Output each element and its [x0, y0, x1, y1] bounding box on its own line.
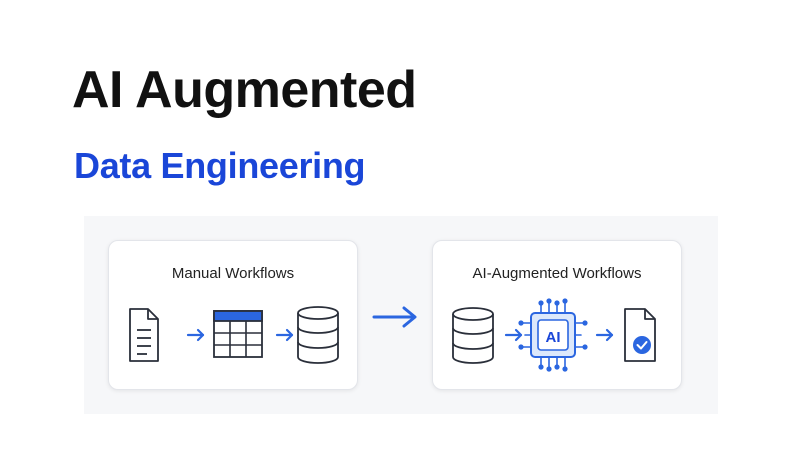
spreadsheet-table-icon: [213, 310, 263, 358]
page-subtitle: Data Engineering: [74, 145, 366, 186]
arrow-right-icon: [186, 328, 205, 342]
manual-workflows-title: Manual Workflows: [171, 265, 295, 282]
arrow-right-icon: [504, 328, 523, 342]
database-icon: [452, 307, 494, 364]
ai-augmented-workflows-title: AI-Augmented Workflows: [472, 265, 642, 282]
page-title: AI Augmented: [72, 61, 417, 119]
ai-augmented-workflows-card: AI-Augmented Workflows: [432, 240, 682, 390]
ai-chip-icon: AI: [518, 298, 588, 372]
manual-workflow-icons: [129, 306, 339, 364]
arrow-right-icon: [275, 328, 294, 342]
verified-document-icon: [624, 308, 656, 362]
workflow-diagram: Manual Workflows: [84, 216, 718, 414]
ai-chip-label: AI: [546, 329, 561, 346]
database-icon: [297, 306, 339, 364]
manual-workflows-card: Manual Workflows: [108, 240, 358, 390]
arrow-right-icon: [372, 306, 417, 328]
document-icon: [129, 308, 159, 362]
ai-workflow-icons: AI: [452, 298, 656, 372]
arrow-right-icon: [595, 328, 614, 342]
